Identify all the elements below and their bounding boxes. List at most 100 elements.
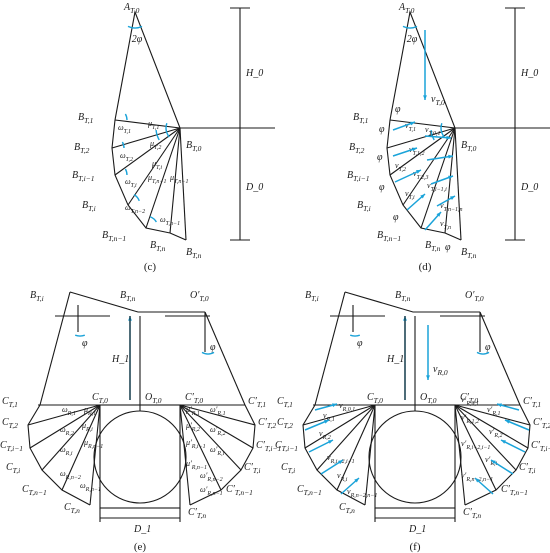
left-sector-4: ωR,i — [60, 445, 73, 457]
arrow-head — [338, 460, 343, 465]
apex-angle-arc — [402, 25, 418, 29]
left-edge-label-5: CT,n — [64, 502, 80, 515]
fan-spoke-0 — [389, 119, 456, 129]
phi-label-3: φ — [379, 182, 385, 193]
phi-arc — [201, 351, 215, 355]
edge-label-5: BT,n — [150, 240, 166, 253]
right-spoke-5 — [179, 404, 191, 506]
right-wall — [479, 311, 521, 406]
arrow-head — [332, 403, 337, 408]
center-label-2: C′T,0 — [185, 392, 203, 405]
left-sector-3: μR,i — [81, 421, 93, 433]
vector-label-3: vT,2 — [395, 161, 406, 173]
right-edge-label-4: C′T,n−1 — [226, 484, 253, 497]
left-edge-label-4: CT,n−1 — [297, 484, 322, 497]
sector-label-0: ωT,1 — [118, 123, 131, 135]
fan-closing-edge — [444, 232, 462, 241]
left-vector-label-0: vR,0,1 — [339, 401, 355, 413]
right-spoke-3 — [179, 404, 242, 471]
right-vector-label-4: v′R,i−2,i−1 — [461, 439, 490, 451]
edge-label-3: BT,i — [82, 200, 96, 213]
phi-label-5: φ — [445, 242, 451, 253]
main-velocity-arrow — [426, 325, 430, 380]
vector-label-7: vT,n−1,n — [440, 201, 463, 213]
edge-label-3: BT,i — [357, 200, 371, 213]
edge-angle-arc — [149, 216, 157, 223]
fan-spoke-4 — [145, 127, 181, 229]
apex-label: AT,0 — [123, 2, 140, 15]
arrow-head — [412, 147, 417, 152]
edge-label-4: BT,n−1 — [102, 230, 126, 243]
sector-label-2: μT,2 — [149, 139, 161, 151]
right-vector-label-1: v′R,1 — [487, 405, 500, 417]
right-velocity-arrow-3 — [490, 459, 514, 475]
dimension-d0 — [505, 127, 525, 241]
height-label: H_1 — [386, 354, 404, 365]
left-spoke-1 — [27, 404, 101, 426]
top-left-label: BT,i — [305, 290, 319, 303]
center-label-2: C′T,0 — [460, 392, 478, 405]
left-spoke-5 — [364, 404, 376, 506]
right-wall — [204, 311, 246, 406]
left-edge-label-3: CT,i — [6, 462, 20, 475]
arrow-head — [354, 478, 359, 483]
left-wall — [39, 291, 71, 406]
center-label-1: OT,0 — [420, 392, 437, 405]
fan-outer-edge — [111, 119, 171, 234]
pivot-label: BT,0 — [186, 140, 202, 153]
fan-velocity-arrow-0 — [392, 121, 416, 131]
arrow-head — [448, 154, 453, 159]
right-edge-label-4: C′T,n−1 — [501, 484, 528, 497]
edge-angle-arc — [124, 168, 128, 176]
left-edge-label-3: CT,i — [281, 462, 295, 475]
center-label-1: OT,0 — [145, 392, 162, 405]
right-velocity-arrow-4 — [474, 477, 494, 495]
right-sector-7: ω′R,n−2 — [200, 471, 223, 483]
right-spoke-4 — [454, 404, 497, 491]
left-spoke-1 — [302, 404, 376, 426]
pivot-angle-arc — [430, 130, 435, 141]
sector-label-9: ωT,n−1 — [160, 215, 180, 227]
fan-velocity-arrow-7 — [430, 175, 454, 185]
dimension-h0-label: H_0 — [520, 68, 538, 79]
top-mid-label: BT,n — [395, 290, 411, 303]
left-velocity-arrow-2 — [308, 439, 334, 453]
phi-label: φ — [485, 342, 491, 353]
right-spoke-3 — [454, 404, 517, 471]
fan-spoke-3 — [127, 127, 181, 206]
funnel-upper-outline — [114, 9, 181, 129]
left-sector-7: ωR,n−1 — [80, 481, 101, 493]
right-sector-8: ω′R,n−1 — [200, 485, 223, 497]
arrow-head — [420, 194, 425, 199]
drum-circle — [93, 410, 187, 504]
right-fan-edge — [189, 404, 256, 506]
sector-label-1: μT,1 — [147, 119, 159, 131]
arrow-head — [328, 440, 333, 444]
left-edge-label-1: CT,2 — [2, 417, 18, 430]
arrow-head — [501, 440, 506, 444]
left-velocity-arrow-0 — [314, 403, 338, 411]
phi-arc — [476, 351, 490, 355]
arrow-head — [416, 170, 421, 174]
right-velocity-arrow-2 — [500, 439, 526, 453]
right-vector-label-0: v′R,0,1 — [461, 395, 479, 407]
right-spoke-4 — [179, 404, 222, 491]
left-edge-label-2: CT,i−1 — [0, 440, 23, 453]
right-spoke-1 — [454, 404, 531, 426]
arrow-head — [497, 403, 502, 408]
left-spoke-5 — [89, 404, 101, 506]
arrow-head — [475, 478, 480, 483]
right-spoke-5 — [454, 404, 466, 506]
phi-label-0: φ — [395, 104, 401, 115]
arrow-head — [450, 196, 455, 200]
right-velocity-arrow-0 — [496, 403, 520, 411]
top-mid-label: BT,n — [120, 290, 136, 303]
sector-label-5: ωT,i — [125, 177, 137, 189]
edge-angle-arc — [133, 194, 140, 202]
right-edge-label-5: C′T,n — [463, 507, 481, 520]
left-spoke-4 — [61, 404, 101, 491]
arrow-head — [448, 175, 453, 180]
left-vector-label-2: vR,2 — [319, 429, 331, 441]
